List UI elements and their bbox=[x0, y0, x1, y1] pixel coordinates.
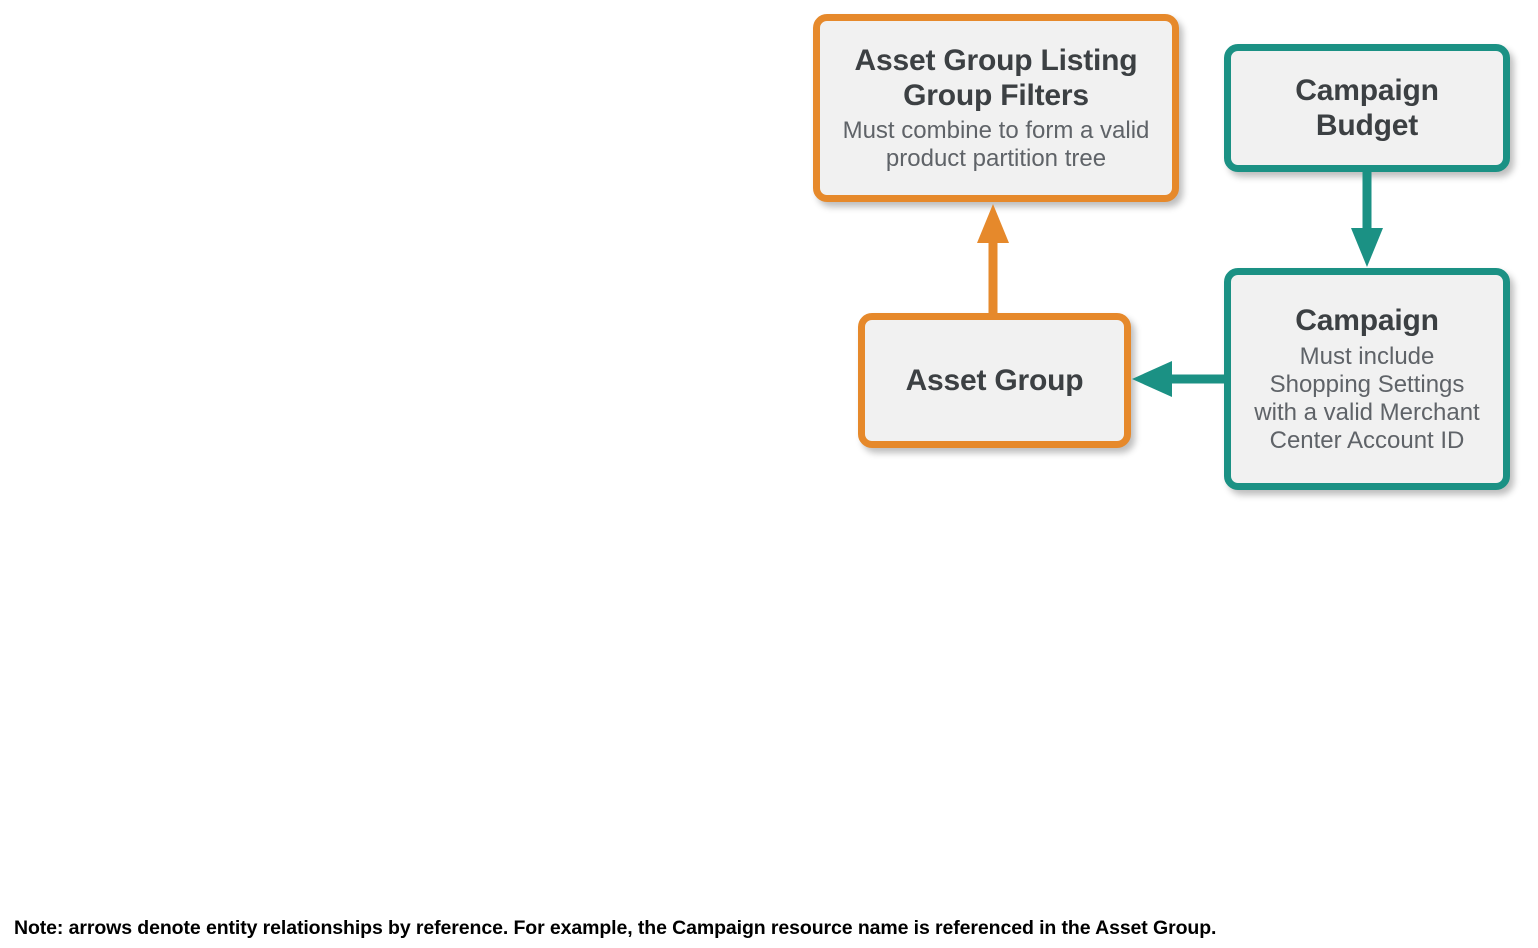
node-subtitle: Must include Shopping Settings with a va… bbox=[1254, 342, 1480, 454]
node-title: Campaign Budget bbox=[1295, 73, 1439, 142]
node-title: Asset Group bbox=[905, 363, 1084, 397]
edge-campaign-to-asset-group bbox=[1132, 361, 1226, 397]
node-title: Asset Group Listing Group Filters bbox=[854, 43, 1138, 112]
node-asset-group[interactable]: Asset Group bbox=[858, 313, 1131, 448]
node-campaign[interactable]: Campaign Must include Shopping Settings … bbox=[1224, 268, 1510, 490]
edge-asset-group-to-listing-group-filters bbox=[977, 204, 1009, 315]
node-subtitle: Must combine to form a valid product par… bbox=[842, 117, 1150, 173]
node-title: Campaign bbox=[1295, 304, 1439, 338]
edge-campaign-budget-to-campaign bbox=[1351, 170, 1383, 267]
node-campaign-budget[interactable]: Campaign Budget bbox=[1224, 44, 1510, 172]
node-asset-group-listing-group-filters[interactable]: Asset Group Listing Group Filters Must c… bbox=[813, 14, 1179, 202]
diagram-note: Note: arrows denote entity relationships… bbox=[14, 917, 1217, 939]
